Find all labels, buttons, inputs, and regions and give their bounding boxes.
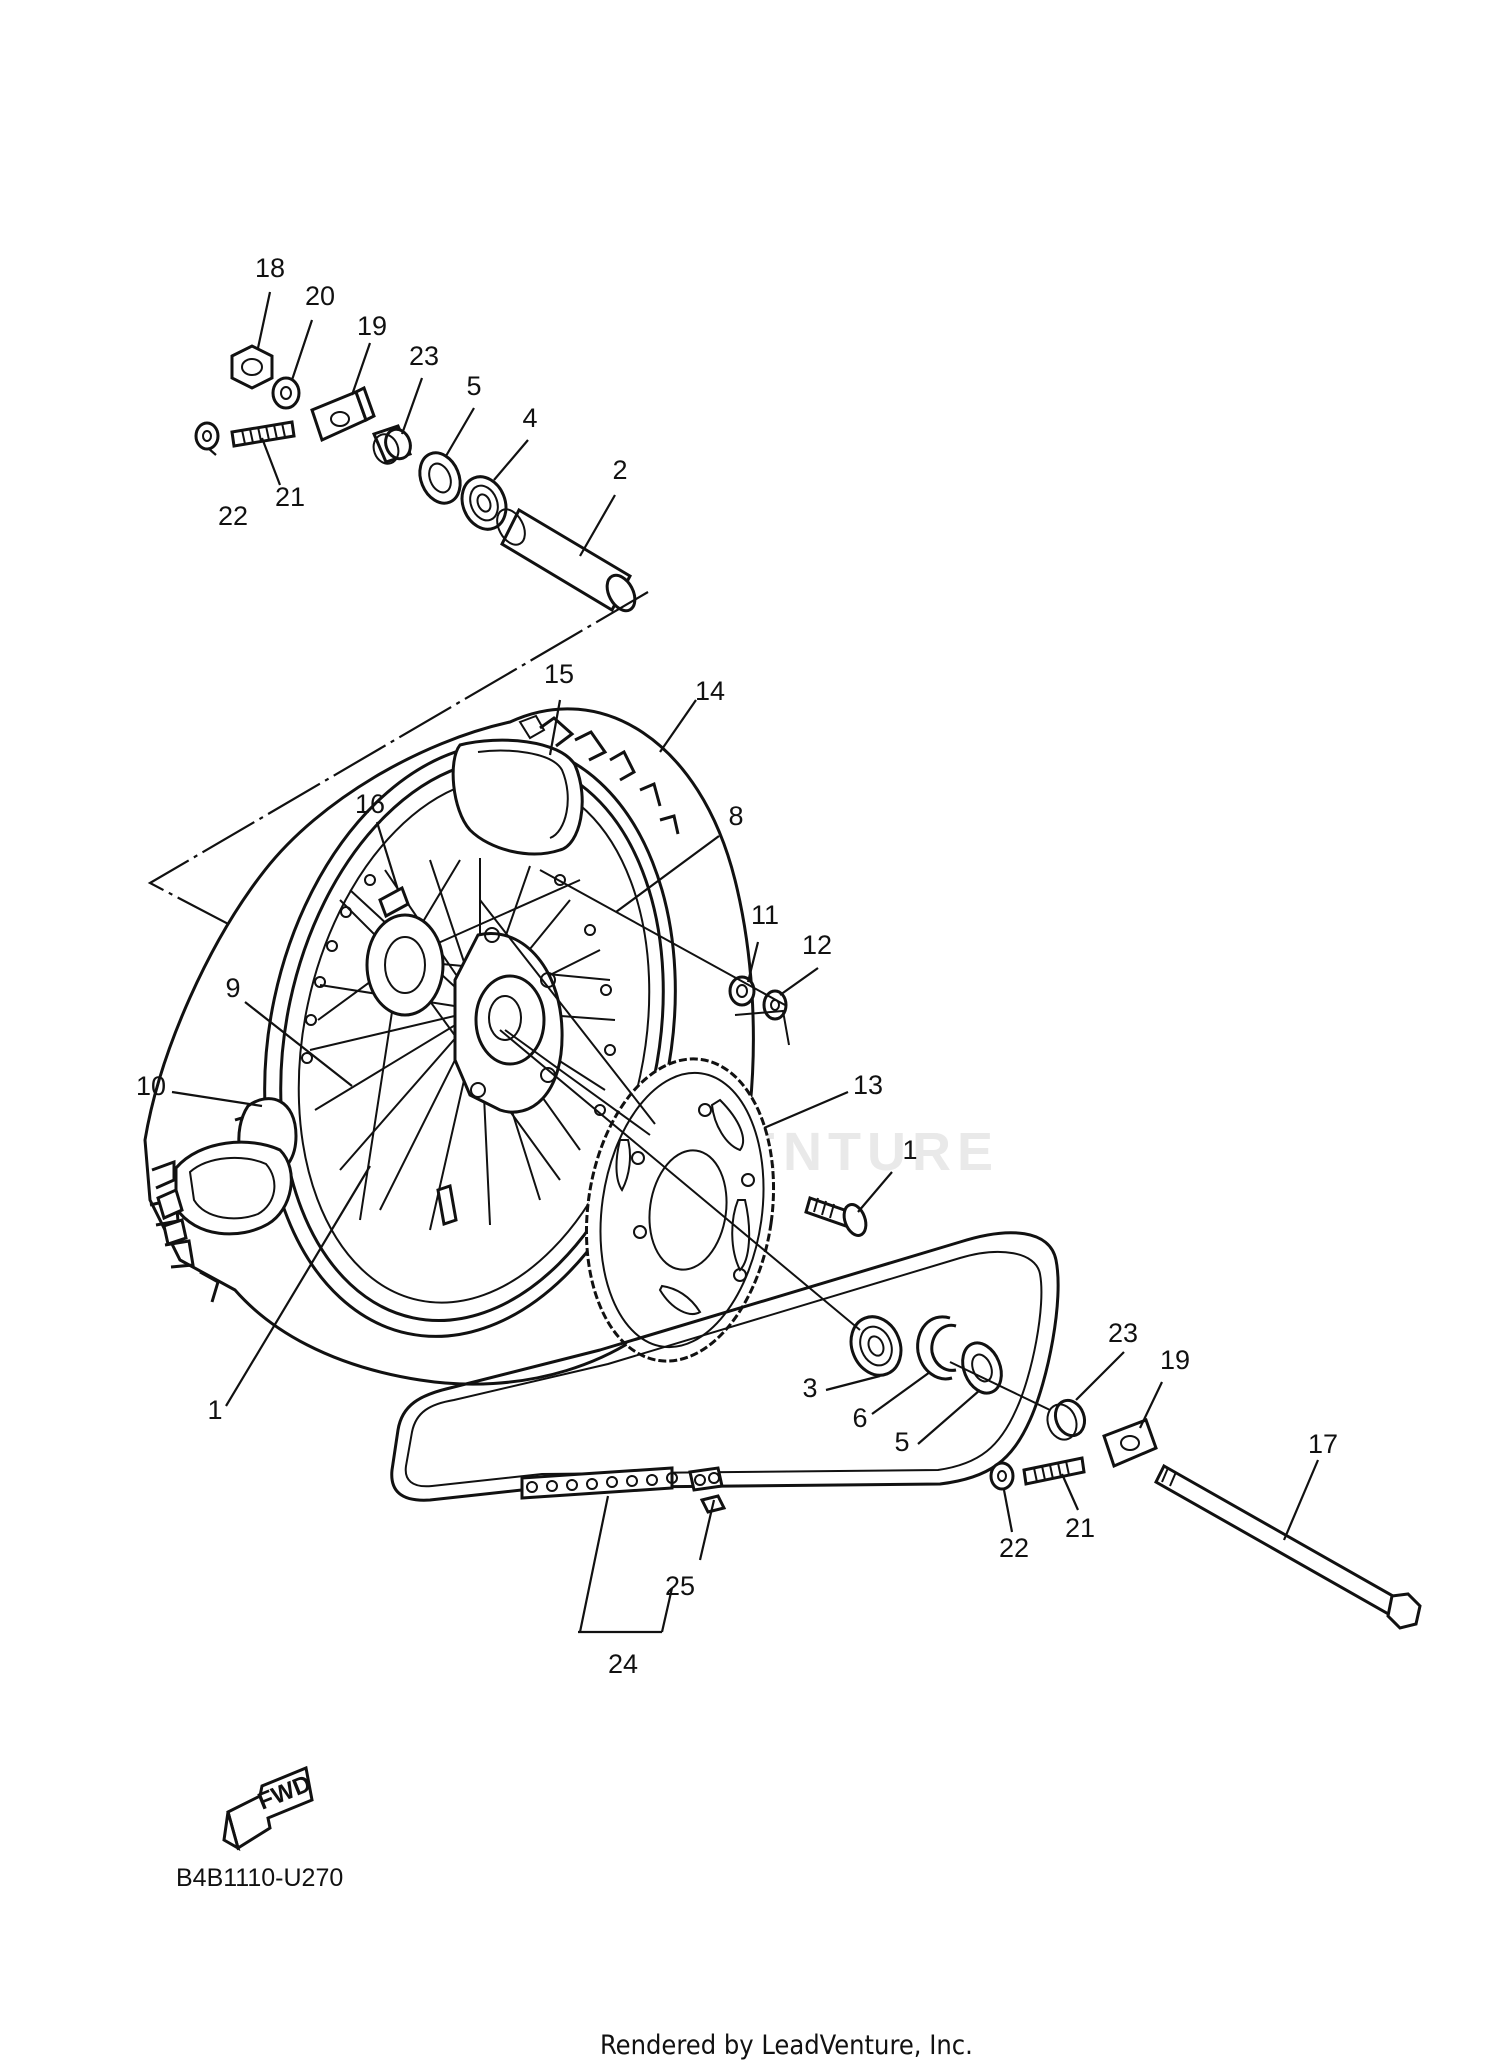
footer-credit: Rendered by LeadVenture, Inc.: [600, 2030, 973, 2061]
callout-8: 9: [225, 973, 240, 1003]
callout-9: 10: [136, 1071, 166, 1101]
callout-5-upper: 5: [466, 371, 481, 401]
diagram-code: B4B1110-U270: [176, 1864, 343, 1892]
callout-25: 25: [665, 1571, 695, 1601]
callout-1: 1: [207, 1395, 222, 1425]
callout-6: 6: [852, 1403, 867, 1433]
fwd-arrow: FWD: [222, 1765, 315, 1852]
part-16-rim-band: [378, 885, 410, 919]
callout-23-upper: 23: [409, 341, 439, 371]
part-17-rear-axle: [1154, 1463, 1422, 1630]
callout-19-lower: 19: [1160, 1345, 1190, 1375]
part-5-oil-seal-lower: [961, 1341, 1003, 1395]
callout-12: 12: [802, 930, 832, 960]
callout-22-lower: 22: [999, 1533, 1029, 1563]
part-25-master-link: [688, 1466, 727, 1514]
callout-24: 24: [608, 1649, 638, 1679]
callout-labels: 18 20 19 23 5 4 2 22 21 15 14 16 8 11 12…: [136, 253, 1338, 1679]
part-18-nut: [230, 344, 274, 390]
part-24-drive-chain: [390, 1231, 1060, 1502]
callout-2: 2: [612, 455, 627, 485]
part-23-collar-lower: [1046, 1398, 1087, 1441]
callout-7: 8: [728, 801, 743, 831]
axis-line-upper: [147, 591, 649, 951]
callout-17: 17: [1308, 1429, 1338, 1459]
callout-22-upper: 22: [218, 501, 248, 531]
part-19-adjuster-plate-lower: [1102, 1418, 1158, 1469]
part-20-washer: [271, 376, 301, 410]
callout-5-lower: 5: [894, 1427, 909, 1457]
part-10-sprocket-bolt: [804, 1196, 868, 1237]
callout-21-upper: 21: [275, 482, 305, 512]
part-4-bearing: [460, 475, 508, 531]
part-21-adjust-bolt-lower: [1022, 1456, 1086, 1486]
callout-14: 14: [695, 676, 725, 706]
left-adjuster-group: [194, 344, 637, 613]
callout-23-lower: 23: [1108, 1318, 1138, 1348]
callout-15: 15: [544, 659, 574, 689]
part-9-rim-lock: [156, 1097, 298, 1246]
chain-links-detail: [520, 1466, 678, 1500]
part-21-adjust-bolt: [230, 420, 296, 448]
part-2-spacer: [496, 507, 637, 613]
callout-18: 18: [255, 253, 285, 283]
axle-guide-lines: [479, 869, 1051, 1411]
part-23-collar: [371, 424, 413, 465]
part-19-adjuster-plate: [310, 385, 376, 443]
nut-guide-lines: [734, 1009, 790, 1046]
part-3-bearing: [849, 1315, 903, 1377]
leader-lines: [171, 291, 1320, 1634]
callout-10: 1: [902, 1135, 917, 1165]
callout-11: 11: [751, 900, 779, 930]
part-15-tube-protector: [451, 714, 584, 856]
part-13-rear-sprocket: [584, 1057, 776, 1363]
callout-4: 4: [522, 403, 537, 433]
part-5-oil-seal-upper: [418, 451, 462, 505]
part-22-washer: [194, 421, 220, 451]
callout-21-lower: 21: [1065, 1513, 1095, 1543]
callout-16: 16: [355, 789, 385, 819]
part-6-circlip: [916, 1315, 957, 1381]
callout-19-upper: 19: [357, 311, 387, 341]
callout-3: 3: [802, 1373, 817, 1403]
callout-13: 13: [853, 1070, 883, 1100]
callout-20: 20: [305, 281, 335, 311]
part-22-washer-lower: [989, 1461, 1015, 1491]
